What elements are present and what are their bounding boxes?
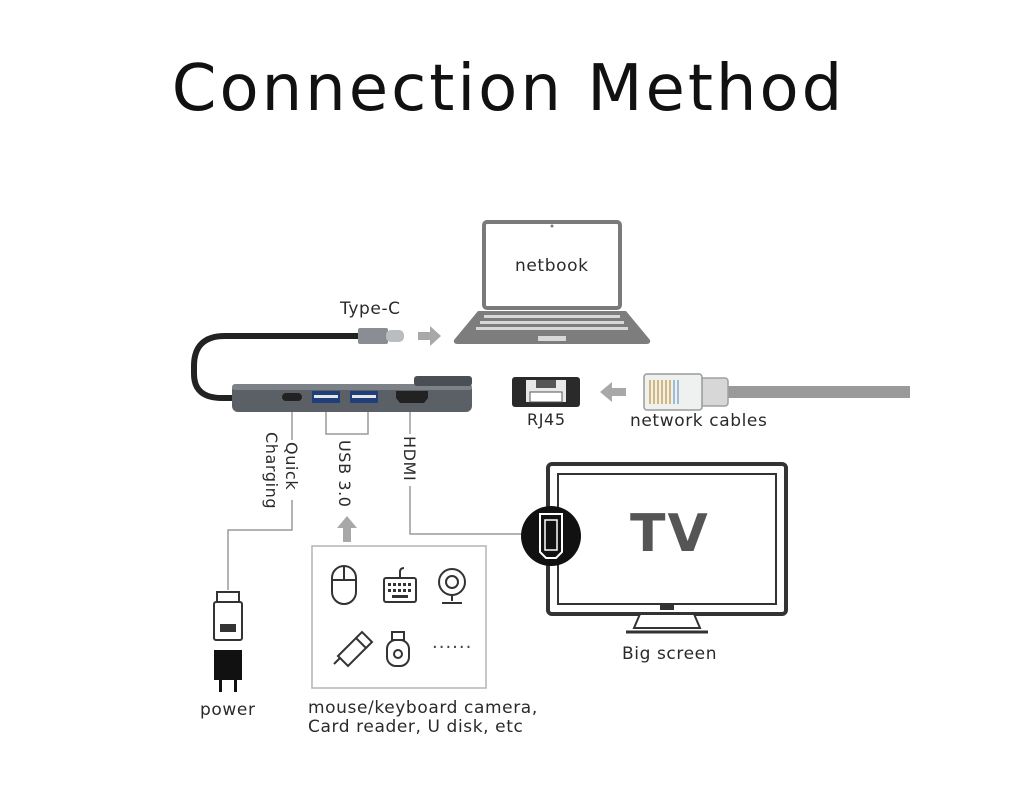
arrow-to-netbook (418, 326, 441, 346)
network-cables-label: network cables (630, 411, 768, 431)
tv-label: TV (630, 504, 710, 564)
netbook-label: netbook (515, 256, 589, 276)
big-screen-label: Big screen (622, 644, 718, 664)
power-label: power (200, 700, 256, 720)
page-title: Connection Method (171, 52, 846, 126)
power-adapter-icon (214, 650, 242, 692)
type-c-plug-icon (358, 328, 404, 344)
rj45-label: RJ45 (527, 410, 566, 429)
keyboard-icon (383, 567, 417, 603)
ethernet-plug-icon (643, 373, 910, 411)
more-devices-ellipsis: ...... (432, 632, 473, 653)
quick-label: Quick (282, 442, 301, 491)
arrow-to-rj45 (600, 382, 626, 402)
type-c-label: Type-C (340, 299, 401, 319)
devices-label-line-1: mouse/keyboard camera, (308, 698, 538, 718)
arrow-to-usb (337, 516, 357, 542)
mouse-icon (331, 565, 357, 605)
u-disk-icon (386, 631, 410, 667)
webcam-icon (438, 568, 466, 604)
usb-label: USB 3.0 (335, 440, 354, 508)
charging-label: Charging (262, 432, 281, 510)
type-c-cable (191, 333, 363, 401)
hub-icon (232, 376, 472, 412)
hdmi-label: HDMI (400, 436, 419, 482)
hdmi-plug-icon (521, 506, 581, 566)
netbook-icon (453, 220, 651, 344)
usb-flash-drive-icon (333, 630, 374, 668)
rj45-port-icon (512, 377, 580, 407)
devices-label-line-2: Card reader, U disk, etc (308, 717, 524, 737)
connector-lines (227, 412, 522, 590)
usb-plug-icon (213, 591, 243, 641)
